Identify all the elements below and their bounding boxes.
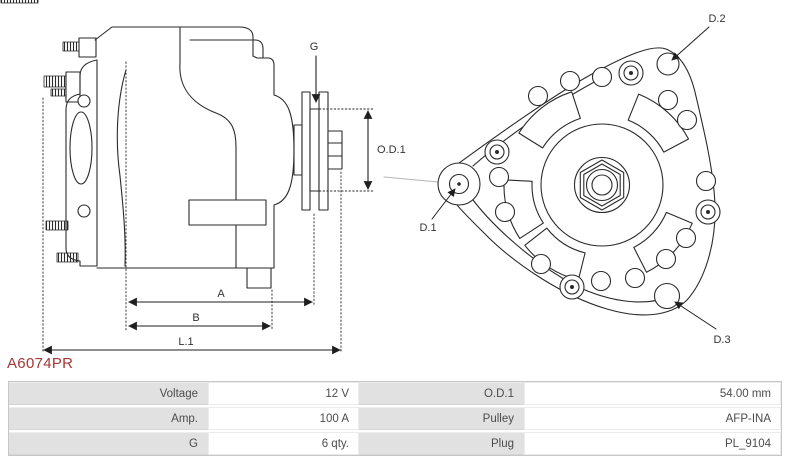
technical-drawing: G O.D.1 A B L.1 xyxy=(0,0,731,355)
dimension-lines xyxy=(43,55,373,355)
dimension-label-b: B xyxy=(192,312,199,324)
hole-d3 xyxy=(653,282,681,310)
table-row: G 6 qty. Plug PL_9104 xyxy=(9,432,781,455)
mounting-holes xyxy=(488,66,717,292)
spec-value: PL_9104 xyxy=(524,432,781,455)
table-row: Voltage 12 V O.D.1 54.00 mm xyxy=(9,382,781,405)
vent-window xyxy=(188,199,267,226)
spec-label: Pulley xyxy=(359,407,524,430)
reference-lines xyxy=(42,61,375,353)
mount-foot xyxy=(246,267,272,289)
spec-label: G xyxy=(9,432,208,455)
dimension-label-a: A xyxy=(217,288,225,300)
leader-d1 xyxy=(431,188,456,220)
dimension-label-g: G xyxy=(310,41,319,53)
rear-cap-outline xyxy=(65,59,98,267)
terminal-studs xyxy=(43,41,80,263)
leader-d3 xyxy=(674,301,717,330)
through-bolts xyxy=(484,60,721,300)
spec-label: Voltage xyxy=(9,382,208,405)
spec-label: Amp. xyxy=(9,407,208,430)
spec-label: Plug xyxy=(359,432,524,455)
dimension-label-od1: O.D.1 xyxy=(377,144,406,156)
spec-value: 12 V xyxy=(208,382,359,405)
spec-value: 54.00 mm xyxy=(524,382,781,405)
vent-slots xyxy=(503,91,693,281)
pulley xyxy=(293,91,343,211)
edge-fragment xyxy=(0,0,39,4)
spec-value: AFP-INA xyxy=(524,407,781,430)
spec-value: 100 A xyxy=(208,407,359,430)
dimension-label-d1: D.1 xyxy=(419,222,436,234)
leader-d2 xyxy=(671,26,710,61)
side-view-drawing xyxy=(0,0,343,289)
body-outline xyxy=(94,26,295,269)
dimension-label-d2: D.2 xyxy=(708,13,725,25)
spec-label: O.D.1 xyxy=(359,382,524,405)
shaft-nut xyxy=(540,123,664,247)
part-number: A6074PR xyxy=(7,355,74,372)
dimension-label-d3: D.3 xyxy=(713,334,730,346)
dimension-label-l1: L.1 xyxy=(178,336,193,348)
table-row: Amp. 100 A Pulley AFP-INA xyxy=(9,407,781,430)
spec-value: 6 qty. xyxy=(208,432,359,455)
mounting-ear xyxy=(437,162,481,206)
spec-table: Voltage 12 V O.D.1 54.00 mm Amp. 100 A P… xyxy=(8,381,782,456)
front-view-drawing xyxy=(383,26,721,330)
